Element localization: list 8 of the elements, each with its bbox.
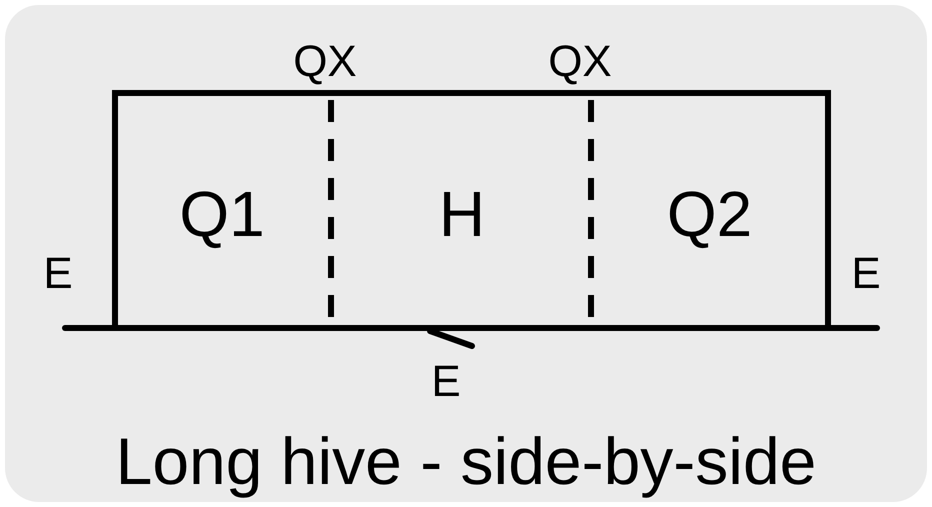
entrance-label: E [431, 360, 461, 404]
hive-compartment: Q2 [594, 96, 825, 325]
hive-compartment: H [336, 96, 588, 325]
hive-compartment: Q1 [118, 96, 326, 325]
entrance-label: E [851, 252, 881, 296]
divider-label: QX [293, 40, 357, 84]
entrance-label: E [43, 252, 73, 296]
divider-label: QX [548, 40, 612, 84]
